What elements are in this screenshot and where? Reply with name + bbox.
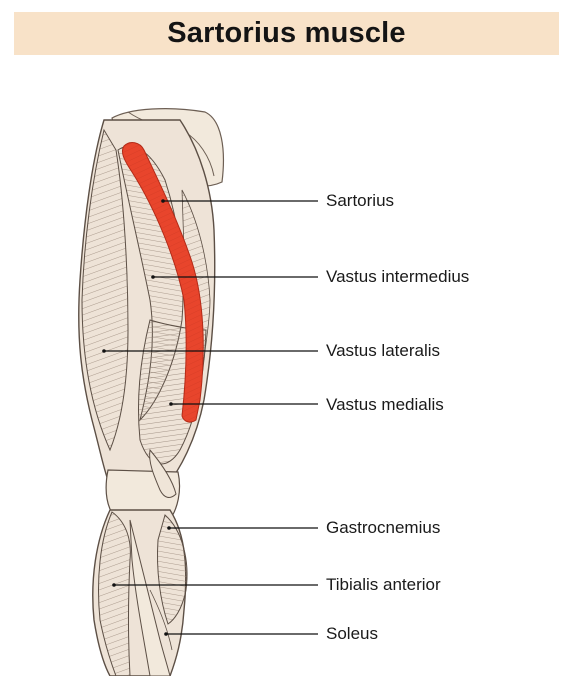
label-soleus: Soleus <box>326 624 378 644</box>
label-vastus-lateralis: Vastus lateralis <box>326 341 440 361</box>
label-vastus-medialis: Vastus medialis <box>326 395 444 415</box>
label-sartorius: Sartorius <box>326 191 394 211</box>
label-tibialis-anterior: Tibialis anterior <box>326 575 441 595</box>
lower-leg <box>93 510 187 676</box>
label-gastrocnemius: Gastrocnemius <box>326 518 440 538</box>
label-vastus-intermedius: Vastus intermedius <box>326 267 469 287</box>
